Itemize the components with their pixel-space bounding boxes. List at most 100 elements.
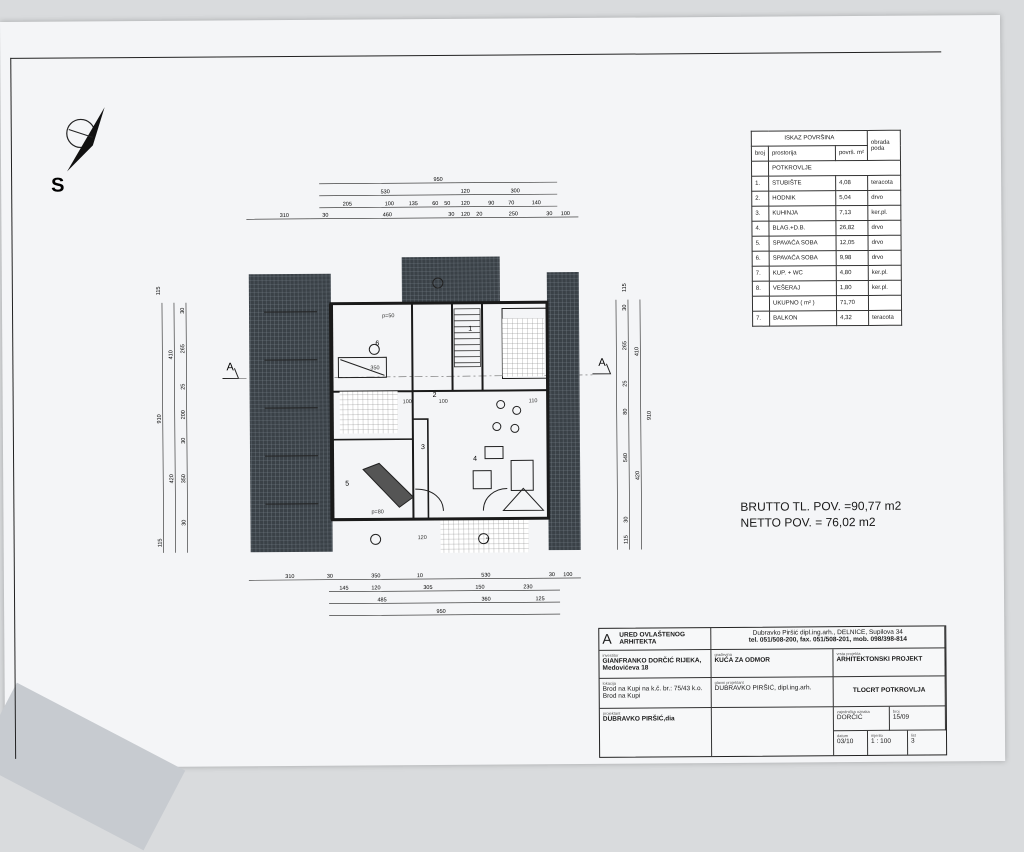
- cell: VEŠERAJ: [769, 280, 837, 297]
- dim-text: 530: [481, 573, 490, 579]
- dim-text: 910: [157, 414, 163, 423]
- dim-text: 120: [371, 585, 380, 591]
- dims-top: 950 530 120 300 205 100 135 60 50 120 90…: [280, 177, 570, 219]
- designer-value: DUBRAVKO PIRŠIĆ,dia: [602, 715, 675, 723]
- laundry-grid: [339, 391, 398, 434]
- cell: 6.: [752, 251, 770, 267]
- cell: 7.: [752, 311, 770, 327]
- cell: 5,04: [835, 190, 868, 206]
- number-value: 15/09: [892, 713, 910, 721]
- office-logo-icon: A: [602, 630, 612, 647]
- cell: 1.: [751, 176, 769, 192]
- dim-text: 250: [509, 211, 518, 217]
- roof-top: [401, 256, 500, 304]
- floor-plan: S A A: [51, 107, 653, 617]
- dim-text: 265: [622, 341, 628, 350]
- stairs: [453, 308, 481, 368]
- dim-text: 205: [343, 202, 352, 208]
- sheet-name: TLOCRT POTKROVLJA: [833, 676, 946, 708]
- room-number: 2: [433, 392, 437, 399]
- number-cell: broj 15/09: [889, 706, 946, 731]
- drawing-sheet: S A A: [0, 15, 1006, 851]
- dim-text: 60: [432, 201, 438, 207]
- dim-text: 350: [181, 474, 187, 483]
- dim-text: 25: [181, 384, 187, 390]
- dim-text: 145: [339, 586, 348, 592]
- balcony-grid: [440, 518, 529, 553]
- cell: 4,32: [836, 310, 869, 326]
- cell: 3.: [751, 206, 769, 222]
- plan-note: 100: [403, 399, 412, 405]
- field-label: list: [910, 732, 916, 738]
- cell: 12,05: [836, 235, 869, 251]
- dim-text: 230: [523, 584, 532, 590]
- dim-text: 485: [377, 597, 386, 603]
- plan-note: 350: [370, 365, 379, 371]
- dim-text: 420: [635, 471, 641, 480]
- dim-text: 115: [158, 538, 164, 547]
- building-cell: građevina KUĆA ZA ODMOR: [711, 649, 834, 679]
- area-totals: BRUTTO TL. POV. =90,77 m2 NETTO POV. = 7…: [740, 498, 901, 531]
- dim-text: 70: [508, 200, 514, 206]
- dim-text: 90: [488, 201, 494, 207]
- dim-text: 910: [647, 411, 653, 420]
- plan-note: p=50: [382, 313, 394, 319]
- cell: 7.: [752, 266, 770, 282]
- office-name: URED OVLAŠTENOG ARHITEKTA: [619, 631, 686, 646]
- chief-designer-value: DUBRAVKO PIRŠIĆ, dipl.ing.arh.: [714, 684, 812, 693]
- sheet-no-cell: list 3: [908, 730, 946, 754]
- room-number: 6: [375, 340, 379, 347]
- cell: ker.pl.: [868, 265, 902, 281]
- cell: 4.: [751, 221, 770, 237]
- section-label-right: A: [598, 357, 606, 369]
- plan-note: 110: [529, 398, 538, 404]
- cell: 26,82: [835, 220, 869, 236]
- room-number: 7: [486, 538, 490, 545]
- project-code-cell: zajednička oznaka DORČIĆ: [833, 706, 890, 732]
- dim-text: 50: [444, 201, 450, 207]
- dim-text: 360: [481, 597, 490, 603]
- netto-area: NETTO POV. = 76,02 m2: [740, 514, 876, 530]
- dim-text: 140: [532, 200, 541, 206]
- dim-text: 420: [169, 474, 175, 483]
- dim-text: 410: [168, 350, 174, 359]
- dim-text: 115: [622, 283, 628, 292]
- room-number: 5: [345, 481, 349, 488]
- cell: 7,13: [835, 205, 868, 221]
- architect-contacts: tel. 051/508-200, fax. 051/508-201, mob.…: [748, 635, 907, 644]
- dim-text: 150: [475, 585, 484, 591]
- project-type-value: ARHITEKTONSKI PROJEKT: [836, 655, 923, 664]
- area-table-title: ISKAZ POVRŠINA: [751, 130, 868, 147]
- cell: STUBIŠTE: [768, 175, 836, 192]
- date-value: 03/10: [837, 738, 854, 746]
- roof-right: [546, 271, 581, 551]
- cell: drvo: [867, 220, 902, 236]
- col-finish: obrada poda: [867, 130, 901, 161]
- cell: KUP. + WC: [769, 265, 837, 282]
- cell: 4,08: [835, 175, 868, 191]
- cell: 5.: [752, 236, 770, 252]
- dim-text: 460: [383, 212, 392, 218]
- room-number: 1: [468, 326, 472, 333]
- stamp-area: [711, 707, 835, 757]
- dim-text: 30: [181, 438, 187, 444]
- col-room: prostorija: [768, 145, 836, 162]
- total-label: UKUPNO: [772, 300, 799, 307]
- dim-text: 125: [535, 596, 544, 602]
- cell: KUHINJA: [768, 205, 836, 222]
- scale-cell: mjerilo 1 : 100: [867, 730, 909, 755]
- dim-text: 30: [180, 308, 186, 314]
- office-cell: A URED OVLAŠTENOG ARHITEKTA: [599, 628, 712, 651]
- dim-text: 300: [511, 188, 520, 194]
- dim-text: 100: [563, 572, 572, 578]
- cell: 9,98: [836, 250, 869, 266]
- dim-text: 265: [180, 344, 186, 353]
- dim-text: 310: [280, 213, 289, 219]
- cell: SPAVAĆA SOBA: [769, 235, 837, 252]
- section-mark-right: A: [592, 357, 612, 375]
